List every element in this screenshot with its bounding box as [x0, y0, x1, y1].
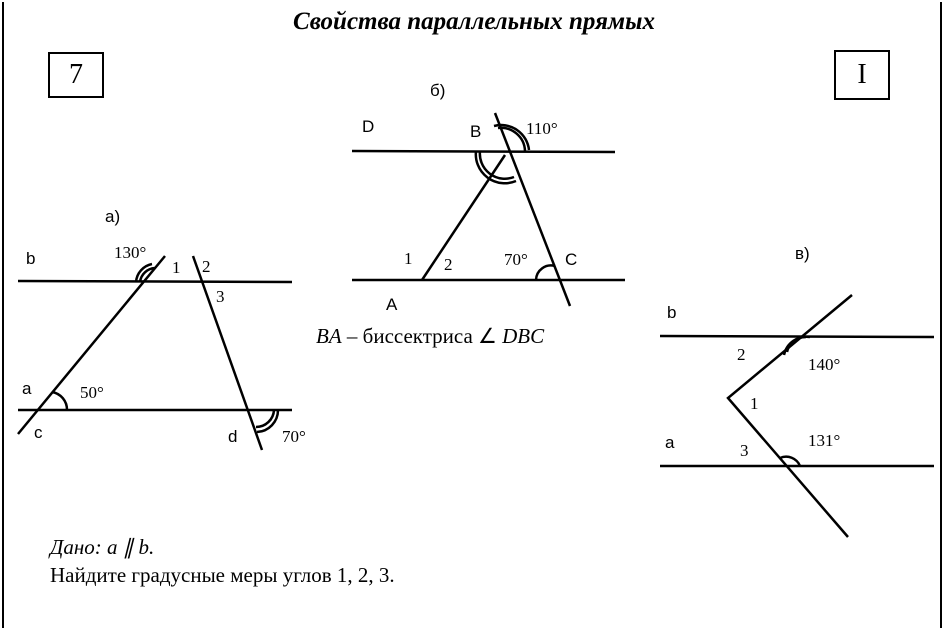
figure-c-label: в)	[795, 244, 810, 263]
line-bc	[493, 112, 572, 307]
arc-130	[138, 266, 156, 283]
figure-a-label: а)	[105, 207, 120, 226]
figure-b	[351, 112, 625, 307]
arc-70	[256, 409, 280, 434]
label-line-a: a	[22, 379, 32, 398]
caption-dbc: DBC	[497, 324, 545, 348]
label-angle-70-b: 70°	[504, 250, 528, 269]
label-angle-3: 3	[216, 287, 225, 306]
label-point-d: D	[362, 117, 374, 136]
arc-130-outer	[134, 262, 153, 283]
figure-a	[17, 255, 293, 451]
figure-b-label: б)	[430, 81, 445, 100]
bisector-ba	[420, 154, 507, 281]
caption-ba: BA	[316, 324, 342, 348]
label-angle-131: 131°	[808, 431, 840, 450]
arc-dbc	[478, 150, 515, 180]
label-angle-1-c: 1	[750, 394, 759, 413]
figure-b-labels: б) D B A C 110° 70° 1 2 BA – биссектриса…	[316, 81, 577, 348]
arc-dbc-outer	[474, 150, 517, 185]
label-line-c: c	[34, 423, 43, 442]
label-angle-140: 140°	[808, 355, 840, 374]
figure-a-labels: а) b a c d 130° 50° 70° 1 2 3	[22, 207, 306, 446]
label-angle-50: 50°	[80, 383, 104, 402]
line-b-a	[17, 279, 293, 284]
label-angle-1: 1	[172, 258, 181, 277]
label-angle-110: 110°	[526, 119, 558, 138]
arc-110	[497, 126, 527, 152]
arc-131	[779, 455, 802, 467]
arc-110-outer	[493, 123, 531, 151]
label-line-a-c: a	[665, 433, 675, 452]
line-db	[351, 149, 616, 154]
task-text: Найдите градусные меры углов 1, 2, 3.	[50, 563, 395, 587]
transversal-c	[17, 255, 166, 435]
arc-140-outer	[782, 335, 811, 356]
label-angle-1-b: 1	[404, 249, 413, 268]
label-angle-2: 2	[202, 257, 211, 276]
caption-middle: – биссектриса	[342, 324, 478, 348]
arc-70-b	[534, 264, 556, 281]
label-angle-70: 70°	[282, 427, 306, 446]
label-line-d: d	[228, 427, 237, 446]
figure-c	[659, 294, 935, 538]
label-point-c: C	[565, 250, 577, 269]
label-point-a: A	[386, 295, 398, 314]
arc-50	[51, 390, 69, 411]
bisector-caption: BA – биссектриса ∠ DBC	[316, 324, 545, 348]
given-text: Дано: a ∥ b.	[50, 535, 155, 559]
label-angle-2-b: 2	[444, 255, 453, 274]
label-line-b-c: b	[667, 303, 676, 322]
arc-70-inner	[255, 409, 276, 429]
broken-line	[726, 294, 853, 538]
label-angle-130: 130°	[114, 243, 146, 262]
angle-sign: ∠	[478, 324, 497, 348]
line-b-c	[659, 334, 935, 339]
label-angle-2-c: 2	[737, 345, 746, 364]
variant-box: I	[834, 50, 890, 100]
label-angle-3-c: 3	[740, 441, 749, 460]
grade-box: 7	[48, 52, 104, 98]
page-title: Свойства параллельных прямых	[293, 8, 655, 35]
transversal-d	[191, 255, 264, 451]
label-point-b: B	[470, 122, 481, 141]
figure-c-labels: в) b a 140° 131° 1 2 3	[665, 244, 840, 460]
label-line-b: b	[26, 249, 35, 268]
